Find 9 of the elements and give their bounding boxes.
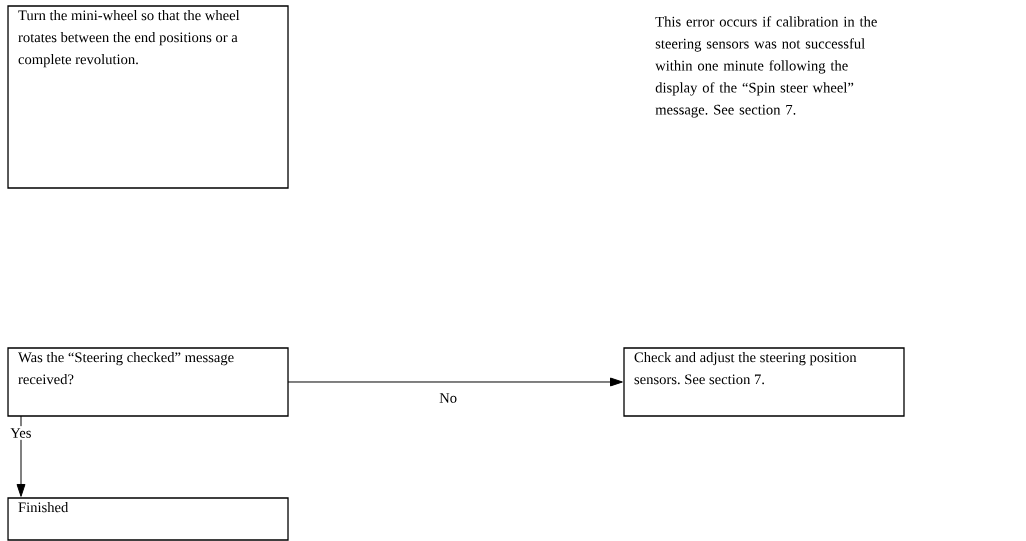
edge-label: No [437,391,460,405]
arrow [16,415,26,497]
process-box: Check and adjust the steering position sensors. See section 7. [623,347,905,417]
process-box: Was the “Steering checked” message received? [7,347,289,417]
process-box: Finished [7,497,289,541]
edge-label: Yes [8,426,34,440]
arrow [287,377,623,387]
process-box: Turn the mini-wheel so that the wheel rotates between the end positions or a complete revolution. [7,5,289,189]
note-text: This error occurs if calibration in the steering sensors was not successful within one minute following the display of the “Spin steer wheel” message. See section 7. [655,16,877,118]
